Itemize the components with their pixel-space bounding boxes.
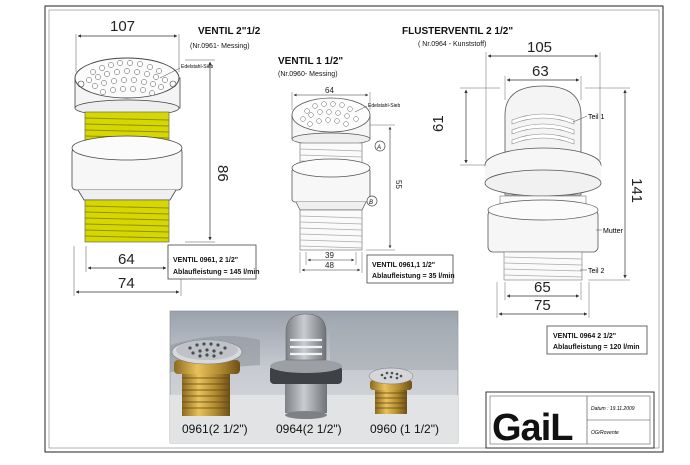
- spec-box-0961: [167, 244, 257, 280]
- ventil-1-1-2-drawing: [291, 92, 395, 273]
- ventil-2-1-2-drawing: [71, 34, 215, 296]
- title-ventil-1-1-2: VENTIL 1 1/2": [278, 56, 343, 67]
- subtitle-ventil-2-1-2: (Nr.0961- Messing): [190, 43, 250, 50]
- gail-logo: GaiL: [492, 407, 573, 449]
- caption-0964: 0964(2 1/2"): [276, 422, 342, 436]
- label-mutter: Mutter: [603, 228, 624, 235]
- dim-63: 63: [532, 63, 549, 80]
- spec-0964-line1: VENTIL 0964 2 1/2": [553, 333, 616, 340]
- spec-0961-line1: VENTIL 0961, 2 1/2": [173, 257, 238, 264]
- title-ventil-2-1-2: VENTIL 2"1/2: [198, 26, 261, 37]
- spec-0964-line2: Ablaufleistung = 120 l/min: [553, 344, 640, 351]
- dim-75: 75: [534, 297, 551, 314]
- label-edelstahl-sieb-2: Edelstahl-Sieb: [368, 103, 400, 109]
- product-photo: [169, 310, 459, 444]
- title-block: [485, 391, 655, 449]
- subtitle-ventil-1-1-2: (Nr.0960- Messing): [278, 71, 338, 78]
- dim-65: 65: [534, 279, 551, 296]
- sheet-inner-border: [48, 9, 660, 449]
- dim-107: 107: [110, 18, 135, 35]
- dim-141: 141: [628, 178, 645, 203]
- dim-61: 61: [430, 115, 447, 132]
- photo-valve-0964: [270, 313, 342, 419]
- dim-48: 48: [325, 261, 334, 270]
- strainer-holes: [86, 60, 168, 96]
- spec-box-0964: [546, 325, 648, 355]
- dim-105: 105: [527, 39, 552, 56]
- spec-0960-line1: VENTIL 0961,1 1/2": [372, 262, 435, 269]
- label-teil-1: Teil 1: [588, 114, 604, 121]
- spec-0961-line2: Ablaufleistung = 145 l/min: [173, 269, 260, 276]
- dim-39: 39: [325, 251, 334, 260]
- title-flusterventil: FLUSTERVENTIL 2 1/2": [402, 26, 513, 37]
- photo-valve-0961: [171, 339, 243, 416]
- marker-b: B: [369, 200, 373, 206]
- sheet-border: [44, 5, 664, 453]
- dim-74: 74: [118, 275, 135, 292]
- marker-a: A: [376, 145, 381, 151]
- photo-valve-0960: [368, 367, 414, 414]
- dim-64-brass: 64: [118, 251, 135, 268]
- dim-86: 86: [214, 165, 231, 182]
- label-teil-2: Teil 2: [588, 268, 604, 275]
- spec-0960-line2: Ablaufleistung = 35 l/min: [372, 273, 455, 280]
- dim-55: 55: [394, 180, 403, 189]
- flusterventil-drawing: [460, 52, 630, 318]
- spec-box-0960: [366, 254, 454, 284]
- label-edelstahl-sieb-1: Edelstahl-Sieb: [181, 64, 213, 70]
- caption-0960: 0960 (1 1/2"): [370, 422, 439, 436]
- dim-64-small: 64: [325, 86, 334, 95]
- title-block-og: OG/Rovente: [591, 430, 619, 436]
- subtitle-flusterventil: ( Nr.0964 - Kunststoff): [418, 41, 486, 48]
- title-block-datum: Datum : 19.11.2009: [591, 406, 635, 412]
- caption-0961: 0961(2 1/2"): [182, 422, 248, 436]
